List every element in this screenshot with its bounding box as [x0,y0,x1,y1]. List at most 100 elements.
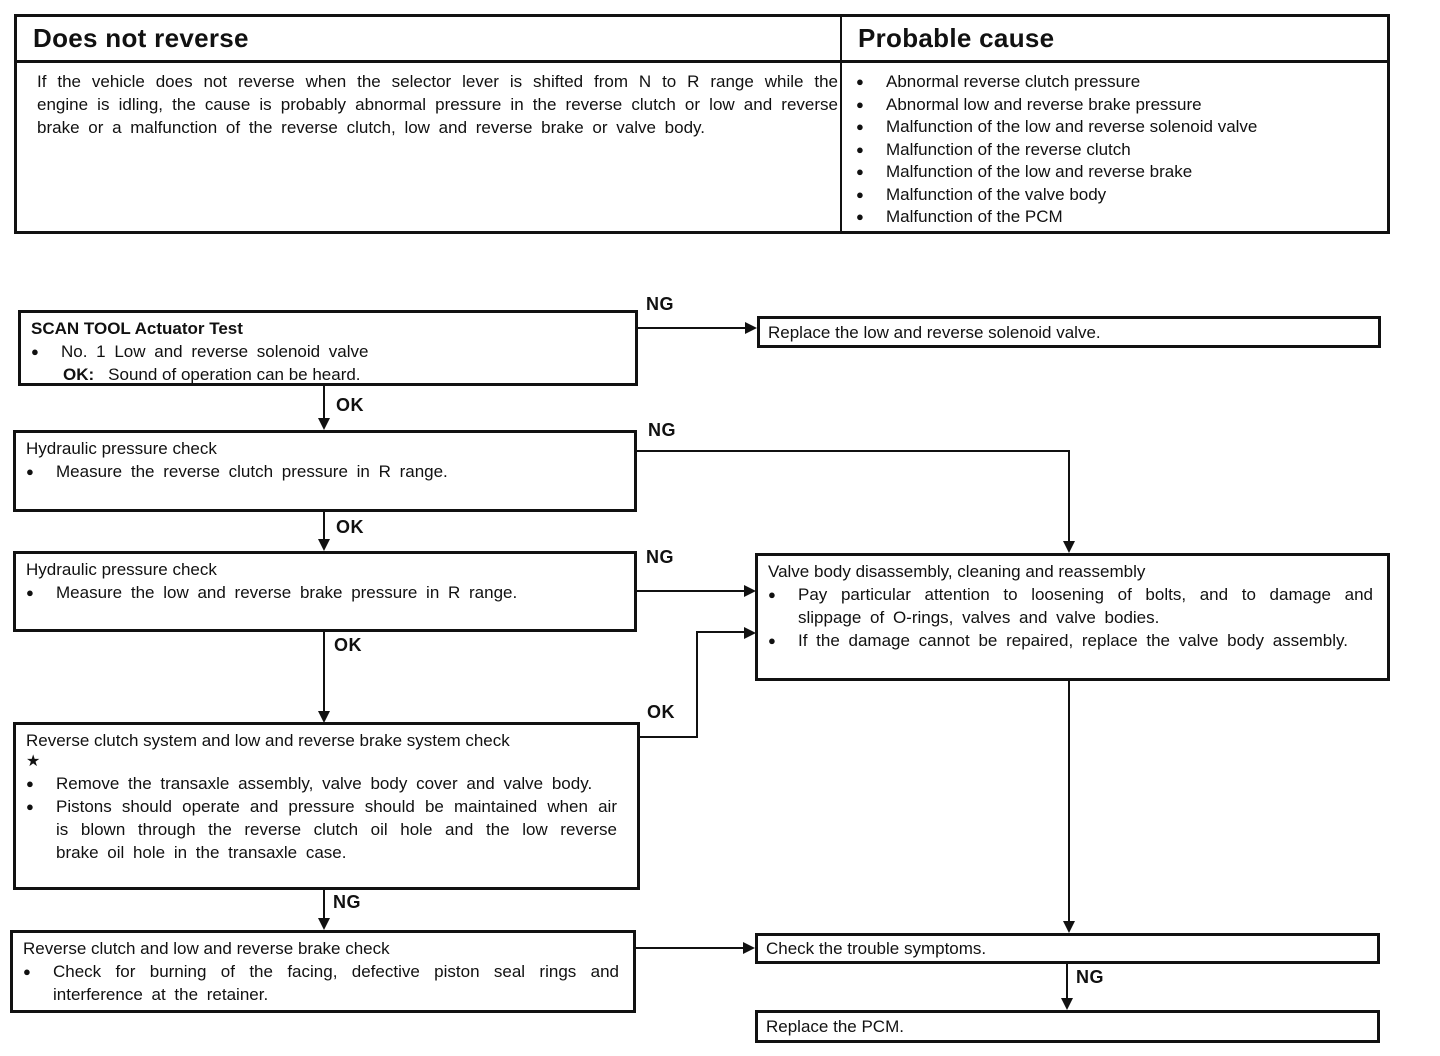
step-title: SCAN TOOL Actuator Test [31,319,243,338]
arrowhead-step4-ng [318,918,330,930]
cause-text: Malfunction of the valve body [886,184,1107,204]
step-title: Hydraulic pressure check [26,560,217,579]
action-text: Replace the PCM. [766,1017,904,1036]
probable-cause-cell: ● Abnormal reverse clutch pressure ● Abnor… [840,63,1387,231]
symptom-cause-table: Does not reverse Probable cause If the v… [14,14,1390,234]
connector-step4-ng-line [323,890,325,922]
arrowhead-step3-ng [744,585,756,597]
connector-step4-ok-hline1 [640,736,698,738]
cause-text: Malfunction of the low and reverse solen… [886,117,1258,136]
connector-step1-ng-line [638,327,746,329]
step-title: Reverse clutch system and low and revers… [26,731,510,750]
arrowhead-check-ng [1061,998,1073,1010]
label-check-ng: NG [1076,967,1104,987]
connector-step4-ok-hline2 [696,631,745,633]
action-bullet-row: ● Pay particular attention to loosening … [766,583,1373,629]
arrowhead-step2-ok [318,539,330,551]
flow-step-clutch-brake-check: Reverse clutch and low and reverse brake… [10,930,636,1013]
bullet-icon: ● [26,585,34,600]
probable-cause-list: ● Abnormal reverse clutch pressure ● Abnor… [854,71,1383,229]
label-step4-ng: NG [333,892,361,912]
bullet-icon: ● [768,633,776,648]
step-bullet-text: Check for burning of the facing, defecti… [53,962,619,1004]
connector-step3-ok-line [323,632,325,714]
bullet-icon: ● [856,119,864,134]
flow-step-scan-tool-test: SCAN TOOL Actuator Test ● No. 1 Low and … [18,310,638,386]
flow-step-hydraulic-check-reverse-clutch: Hydraulic pressure check ● Measure the r… [13,430,637,512]
flow-step-hydraulic-check-low-reverse-brake: Hydraulic pressure check ● Measure the l… [13,551,637,632]
bullet-icon: ● [26,776,34,791]
arrowhead-step4-ok [744,627,756,639]
flow-action-check-trouble-symptoms: Check the trouble symptoms. [755,933,1380,964]
flow-action-replace-solenoid: Replace the low and reverse solenoid val… [757,316,1381,348]
arrowhead-valvebody-to-check [1063,921,1075,933]
label-step1-ok: OK [336,395,364,415]
action-bullet-text: Pay particular attention to loosening of… [798,585,1373,627]
connector-check-ng-line [1066,964,1068,1002]
step-bullet-text: Measure the low and reverse brake pressu… [56,583,518,602]
action-text: Check the trouble symptoms. [766,939,987,958]
step-ok-condition: OK: Sound of operation can be heard. [29,363,621,386]
bullet-icon: ● [856,96,864,112]
arrowhead-step5 [743,942,755,954]
ok-condition-text: Sound of operation can be heard. [108,365,361,384]
step-bullet-row: ● Measure the reverse clutch pressure in… [24,460,620,483]
arrowhead-step1-ng [745,322,757,334]
bullet-icon: ● [856,74,864,89]
cause-item: ● Malfunction of the low and reverse sole… [854,116,1383,139]
bullet-icon: ● [768,587,776,602]
flow-action-valve-body-disassembly: Valve body disassembly, cleaning and rea… [755,553,1390,681]
cause-text: Abnormal low and reverse brake pressure [886,94,1202,114]
cause-item: ●Malfunction of the reverse clutch [854,139,1383,162]
bullet-icon: ● [856,209,864,224]
step-bullet-text: Pistons should operate and pressure shou… [56,797,617,862]
connector-valvebody-to-check-line [1068,681,1070,925]
step-bullet-row: ● Check for burning of the facing, defec… [21,960,619,1006]
cause-text: Abnormal reverse clutch pressure [886,72,1141,91]
bullet-icon: ● [26,799,34,814]
probable-cause-header: Probable cause [840,17,1387,63]
connector-step2-ok-line [323,512,325,542]
connector-step2-ng-vline [1068,450,1070,542]
step-bullet-row: ● Remove the transaxle assembly, valve b… [24,772,617,795]
step-title: Reverse clutch and low and reverse brake… [23,939,390,958]
label-step2-ok: OK [336,517,364,537]
action-title: Valve body disassembly, cleaning and rea… [768,562,1146,581]
step-bullet-text: Remove the transaxle assembly, valve bod… [56,774,593,793]
cause-item: ● Abnormal reverse clutch pressure [854,71,1383,94]
connector-step4-ok-vline [696,631,698,738]
label-step3-ng: NG [646,547,674,567]
label-step1-ng: NG [646,294,674,314]
star-icon: ★ [26,753,41,770]
label-step4-ok: OK [647,702,675,722]
arrowhead-step2-ng [1063,541,1075,553]
cause-item: ● Malfunction of the PCM [854,206,1383,229]
connector-step3-ng-line [637,590,745,592]
bullet-icon: ● [23,964,31,979]
cause-item: ● Malfunction of the low and reverse brak… [854,161,1383,184]
cause-text: Malfunction of the PCM [886,207,1063,226]
action-bullet-text: If the damage cannot be repaired, replac… [798,631,1348,650]
step-bullet-text: No. 1 Low and reverse solenoid valve [61,342,369,361]
flow-action-replace-pcm: Replace the PCM. [755,1010,1380,1043]
step-bullet-row: ● No. 1 Low and reverse solenoid valve [29,340,621,363]
symptom-description: If the vehicle does not reverse when the… [37,72,838,137]
ok-condition-label: OK: [63,365,95,384]
label-step2-ng: NG [648,420,676,440]
bullet-icon: ● [856,141,864,157]
bullet-icon: ● [856,164,864,179]
arrowhead-step1-ok [318,418,330,430]
bullet-icon: ● [856,186,864,202]
symptom-header: Does not reverse [17,17,840,63]
bullet-icon: ● [31,344,39,359]
step-bullet-row: ● Pistons should operate and pressure sh… [24,795,617,864]
arrowhead-step3-ok [318,711,330,723]
cause-item: ● Malfunction of the valve body [854,184,1383,207]
step-bullet-row: ● Measure the low and reverse brake pres… [24,581,620,604]
step-title: Hydraulic pressure check [26,439,217,458]
connector-step5-line [636,947,744,949]
action-bullet-row: ● If the damage cannot be repaired, repl… [766,629,1373,652]
cause-text: Malfunction of the low and reverse brake [886,162,1193,181]
label-step3-ok: OK [334,635,362,655]
